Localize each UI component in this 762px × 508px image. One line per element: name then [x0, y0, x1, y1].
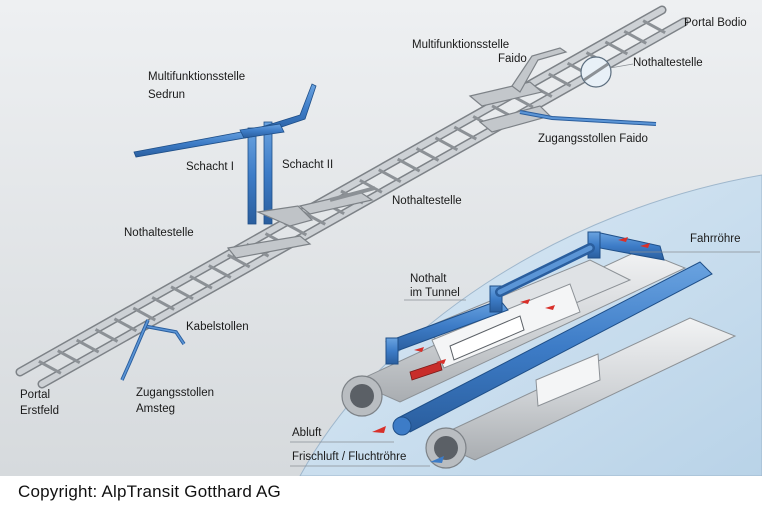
label-nothaltestelle-left: Nothaltestelle — [124, 227, 194, 239]
cross-passage — [57, 349, 81, 365]
cross-passage — [642, 19, 666, 34]
label-mfs-faido-line2: Faido — [498, 53, 527, 65]
mfs-faido-structure — [468, 47, 657, 133]
label-portal-bodio: Portal Bodio — [684, 17, 747, 29]
label-zugangsstollen-amsteg-line2: Amsteg — [136, 403, 175, 415]
cross-passage — [623, 29, 647, 45]
cross-passage — [453, 125, 478, 141]
label-nothalt-im-tunnel-line1: Nothalt — [410, 273, 447, 285]
label-schacht-2: Schacht II — [282, 159, 333, 171]
amsteg-access-tunnels — [120, 319, 186, 381]
label-mfs-sedrun-line1: Multifunktionsstelle — [148, 71, 245, 83]
label-mfs-sedrun-line2: Sedrun — [148, 89, 185, 101]
leader-lines — [290, 63, 760, 467]
cross-passage — [208, 264, 232, 279]
label-nothaltestelle-mid: Nothaltestelle — [392, 195, 462, 207]
cross-passage — [151, 296, 175, 311]
cross-passage — [189, 274, 213, 290]
label-abluft: Abluft — [292, 427, 322, 439]
cross-passage — [170, 285, 194, 301]
cross-passage — [75, 338, 100, 354]
cross-passage — [547, 72, 572, 88]
nothaltestelle-top-detail — [583, 62, 609, 82]
cross-passage — [396, 157, 421, 173]
cross-passage — [434, 136, 459, 152]
label-portal-erstfeld-line2: Erstfeld — [20, 405, 59, 417]
nothaltestelle-mid-structure — [298, 186, 376, 215]
cross-passage — [94, 328, 119, 343]
cross-passage — [359, 179, 383, 194]
label-portal-erstfeld-line1: Portal — [20, 389, 50, 401]
label-nothalt-im-tunnel-line2: im Tunnel — [410, 287, 460, 299]
mfs-sedrun-structure — [133, 83, 317, 259]
label-nothaltestelle-top: Nothaltestelle — [633, 57, 703, 69]
label-kabelstollen: Kabelstollen — [186, 321, 249, 333]
label-zugangsstollen-faido: Zugangsstollen Faido — [538, 133, 648, 145]
cross-passage — [113, 317, 138, 333]
label-frischluft-fluchtroehre: Frischluft / Fluchtröhre — [292, 451, 406, 463]
cross-passage — [132, 306, 157, 322]
cross-passage — [378, 168, 402, 184]
cross-passage — [38, 360, 62, 375]
detail-tunnel-cutaway — [341, 231, 737, 469]
copyright-text: Copyright: AlpTransit Gotthard AG — [18, 482, 281, 501]
label-schacht-1: Schacht I — [186, 161, 234, 173]
tunnel-system-illustration: Portal Bodio Multifunktionsstelle Faido … — [0, 0, 762, 476]
cross-passage — [604, 40, 629, 56]
cross-passage — [226, 253, 251, 269]
label-fahrroehre: Fahrröhre — [690, 233, 741, 245]
label-mfs-faido-line1: Multifunktionsstelle — [412, 39, 509, 51]
label-zugangsstollen-amsteg-line1: Zugangsstollen — [136, 387, 214, 399]
cross-passage — [415, 147, 440, 162]
